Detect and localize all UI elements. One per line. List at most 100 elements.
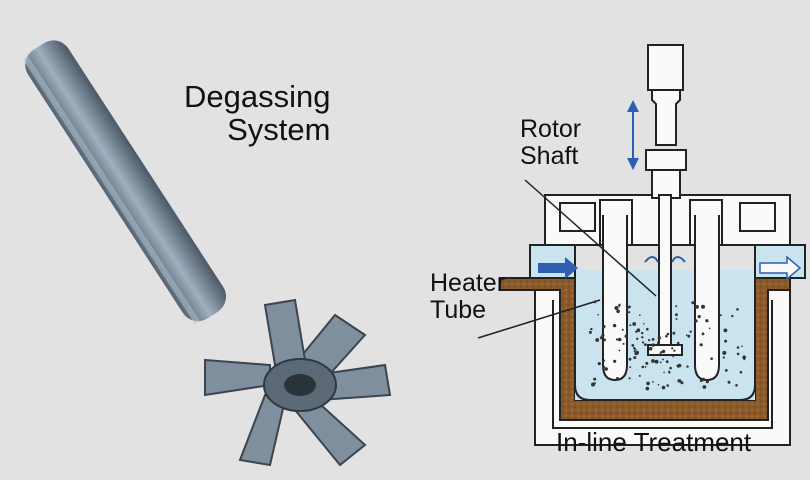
- gas-bubble: [588, 330, 592, 334]
- gas-bubble: [636, 337, 639, 340]
- gas-bubble: [652, 381, 654, 383]
- gas-bubble: [743, 358, 746, 361]
- gas-bubble: [676, 364, 679, 367]
- gas-bubble: [661, 385, 666, 390]
- gas-bubble: [603, 338, 606, 342]
- gas-bubble: [643, 323, 645, 325]
- up-down-arrow-icon: [627, 100, 639, 170]
- gas-bubble: [597, 314, 599, 316]
- gas-bubble: [694, 319, 698, 323]
- gas-bubble: [722, 356, 725, 359]
- gas-bubble: [736, 308, 739, 311]
- gas-bubble: [633, 356, 637, 360]
- diagram-title: Degassing System: [184, 80, 330, 147]
- gas-bubble: [593, 300, 597, 304]
- gas-bubble: [705, 380, 710, 384]
- gas-bubble: [659, 361, 662, 364]
- gas-bubble: [648, 346, 653, 351]
- gas-bubble: [595, 338, 600, 342]
- rotation-arrows-icon: [644, 256, 686, 263]
- heater-tube-left: [602, 215, 628, 382]
- gas-bubble: [741, 345, 743, 348]
- gas-bubble: [615, 338, 619, 341]
- gas-bubble: [695, 305, 699, 309]
- heater-tube-right: [694, 215, 720, 382]
- gas-bubble: [641, 331, 644, 335]
- gas-bubble: [675, 317, 678, 320]
- gas-bubble: [622, 342, 625, 345]
- gas-bubble: [671, 347, 674, 350]
- gas-bubble: [668, 370, 670, 373]
- gas-bubble: [665, 360, 669, 363]
- gas-bubble: [641, 365, 645, 369]
- heater-label-line-1: Heater: [430, 269, 506, 297]
- gas-bubble: [669, 366, 672, 370]
- gas-bubble: [653, 354, 656, 357]
- gas-bubble: [629, 366, 632, 369]
- gas-bubble: [624, 334, 628, 338]
- gas-bubble: [631, 344, 635, 347]
- gas-bubble: [613, 359, 617, 363]
- gas-bubble: [651, 359, 655, 363]
- drive-motor: [647, 44, 684, 91]
- rotor-head: [647, 344, 683, 356]
- gas-bubble: [651, 338, 655, 341]
- gas-bubble: [719, 314, 722, 317]
- outflow-arrow-icon: [759, 255, 802, 281]
- gas-bubble: [628, 311, 631, 314]
- gas-bubble: [597, 362, 601, 366]
- heater-tube-label: Heater Tube: [430, 270, 505, 324]
- gas-bubble: [602, 324, 606, 329]
- gas-bubble: [723, 328, 728, 333]
- gas-bubble: [685, 334, 688, 336]
- heater-leader-line: [477, 299, 601, 339]
- gas-bubble: [612, 323, 617, 328]
- gas-bubble: [724, 369, 728, 372]
- treatment-schematic: [477, 44, 806, 446]
- gas-bubble: [666, 384, 669, 387]
- gas-bubble: [638, 374, 641, 377]
- gas-bubble: [618, 349, 621, 352]
- gas-bubble: [641, 336, 644, 339]
- gas-bubble: [689, 330, 692, 333]
- gas-bubble: [742, 355, 746, 360]
- gas-bubble: [618, 304, 621, 307]
- gas-bubble: [735, 384, 738, 387]
- rotor-leader-line: [524, 179, 657, 297]
- gas-bubble: [691, 301, 695, 305]
- gas-bubble: [654, 359, 659, 364]
- gas-bubble: [628, 357, 632, 361]
- gas-bubble: [661, 349, 666, 354]
- gas-bubble: [672, 355, 675, 358]
- rotor-shaft-photo: [22, 40, 392, 467]
- gas-bubble: [644, 343, 647, 346]
- gas-bubble: [657, 341, 660, 345]
- title-line-2: System: [227, 112, 331, 148]
- gas-bubble: [687, 334, 691, 338]
- gas-bubble: [701, 304, 705, 309]
- gas-bubble: [675, 313, 678, 317]
- gas-bubble: [676, 341, 680, 345]
- gas-bubble: [686, 365, 689, 368]
- gas-bubble: [657, 336, 661, 340]
- gas-bubble: [601, 333, 605, 337]
- gas-bubble: [673, 349, 676, 352]
- gas-bubble: [593, 377, 597, 381]
- gas-bubble: [639, 314, 641, 317]
- gas-bubble: [736, 346, 740, 349]
- gas-bubble: [699, 379, 703, 382]
- gas-bubble: [626, 306, 629, 310]
- gas-bubble: [628, 305, 631, 309]
- gas-bubble: [710, 357, 713, 361]
- gas-bubble: [678, 379, 682, 383]
- gas-bubble: [615, 377, 619, 380]
- gas-bubble: [621, 328, 624, 331]
- gas-bubble: [665, 334, 668, 338]
- gas-bubble: [662, 358, 664, 361]
- inflow-arrow-icon: [538, 257, 578, 279]
- gas-bubble: [599, 336, 603, 340]
- gas-bubble: [651, 343, 655, 347]
- rotor-label-line-1: Rotor: [520, 115, 582, 143]
- gas-bubble: [722, 350, 727, 355]
